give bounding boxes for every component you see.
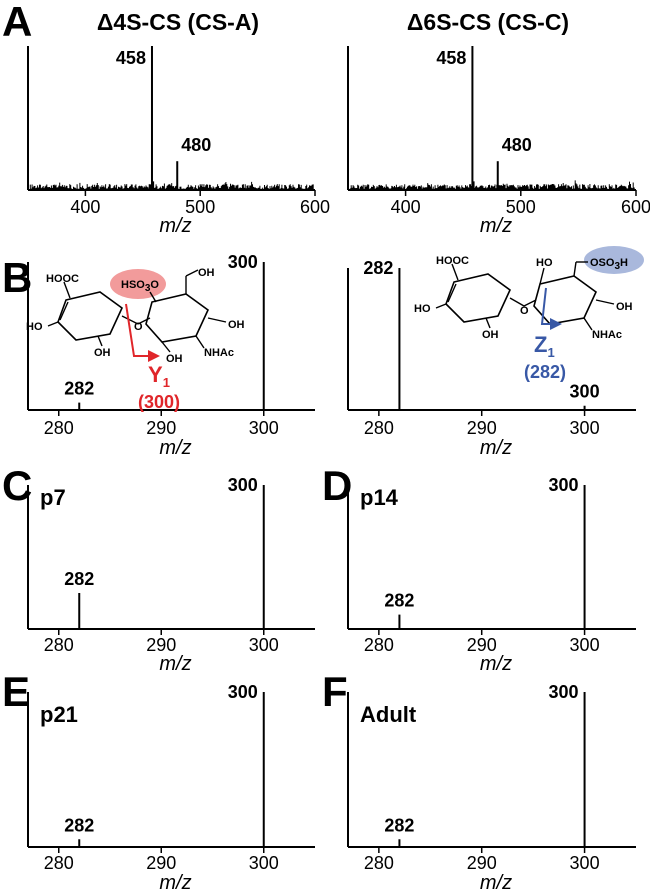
x-tick-label: 300 (249, 635, 279, 655)
label-oh-left-3: OH (228, 319, 245, 331)
peak-label-300: 300 (228, 252, 258, 272)
x-tick-label: 400 (391, 197, 421, 217)
chart-b-right: 280 290 300 m/z 282 300 (347, 258, 636, 459)
x-tick-label: 500 (506, 197, 536, 217)
x-tick-label: 280 (44, 418, 74, 438)
peak-label-300: 300 (570, 382, 600, 402)
x-tick-label: 280 (364, 853, 394, 873)
structure-delta4s: O HOOC HO OH HSO3O OH OH NHAc OH Y1 (300… (26, 267, 245, 412)
x-tick-label: 600 (621, 197, 650, 217)
peak-label-300: 300 (228, 475, 258, 495)
glycosidic-o-left: O (134, 321, 143, 333)
label-ho-right: HO (414, 303, 431, 315)
x-tick-label: 500 (185, 197, 215, 217)
peak-label-282: 282 (64, 815, 94, 835)
sulfate-highlight-red (110, 269, 166, 299)
peak-label-282: 282 (384, 591, 414, 611)
peak-label-282: 282 (384, 815, 414, 835)
peak-label-282: 282 (64, 379, 94, 399)
x-tick-label: 280 (44, 853, 74, 873)
x-tick-label: 400 (70, 197, 100, 217)
panel-letter-e: E (2, 668, 30, 715)
sample-label: p21 (40, 702, 78, 727)
label-ho-left: HO (26, 321, 43, 333)
x-axis-label: m/z (159, 437, 191, 459)
label-oh-left-1: OH (94, 347, 111, 359)
chart-title: Δ6S-CS (CS-C) (407, 9, 569, 35)
peak-label-480: 480 (502, 135, 532, 155)
peak-label-282: 282 (363, 258, 393, 278)
label-oh-left-2: OH (198, 267, 215, 279)
panel-letter-f: F (322, 668, 348, 715)
structure-delta6s: O HOOC HO OH HO OSO3H OH NHAc Z1 (282) (414, 246, 644, 382)
x-tick-label: 600 (300, 197, 330, 217)
x-axis-label: m/z (159, 215, 191, 237)
x-tick-label: 280 (44, 635, 74, 655)
x-tick-label: 290 (146, 418, 176, 438)
x-tick-label: 280 (364, 418, 394, 438)
z1-label: Z1 (534, 332, 555, 360)
x-tick-label: 300 (249, 418, 279, 438)
peak-label-480: 480 (181, 135, 211, 155)
peak-label-458: 458 (116, 48, 146, 68)
label-oh-right-3: OH (616, 301, 633, 313)
chart-a-right: 400 500 600 m/z Δ6S-CS (CS-C) 458 480 (347, 9, 650, 237)
chart-d: 280 290 300 m/z p14 300 282 (347, 475, 636, 675)
x-tick-label: 300 (249, 853, 279, 873)
ring-uronic-acid-right (445, 273, 512, 323)
chart-title: Δ4S-CS (CS-A) (97, 9, 259, 35)
peak-label-300: 300 (228, 682, 258, 702)
baseline-noise (349, 180, 635, 190)
label-nhac-left: NHAc (204, 347, 234, 359)
label-cooh-right: HOOC (436, 255, 469, 267)
x-axis-label: m/z (480, 872, 512, 893)
y1-mass: (300) (138, 392, 180, 412)
label-cooh-left: HOOC (46, 273, 79, 285)
y1-cleavage-arrow (125, 303, 150, 357)
x-axis-label: m/z (159, 653, 191, 675)
sample-label: Adult (360, 702, 417, 727)
z1-mass: (282) (524, 362, 566, 382)
label-nhac-right: NHAc (592, 329, 622, 341)
x-axis-label: m/z (480, 215, 512, 237)
label-ho-right-2: HO (536, 257, 553, 269)
x-tick-label: 290 (467, 853, 497, 873)
chart-b-left: 280 290 300 m/z 300 282 (27, 252, 315, 459)
x-axis-label: m/z (480, 653, 512, 675)
peak-label-458: 458 (436, 48, 466, 68)
label-oh-right-1: OH (482, 329, 499, 341)
peak-label-300: 300 (549, 475, 579, 495)
y1-label: Y1 (148, 362, 170, 390)
label-hso3o: HSO3O (121, 279, 159, 294)
sulfate-highlight-blue (584, 246, 644, 274)
peak-label-300: 300 (549, 682, 579, 702)
x-tick-label: 300 (570, 635, 600, 655)
x-tick-label: 290 (146, 635, 176, 655)
chart-a-left: 400 500 600 m/z Δ4S-CS (CS-A) 458 480 (27, 9, 330, 237)
x-axis-label: m/z (480, 437, 512, 459)
peak-label-282: 282 (64, 569, 94, 589)
y1-arrow-head (148, 350, 160, 362)
baseline-noise (29, 181, 314, 190)
label-oh-left-4: OH (166, 353, 183, 365)
chart-c: 280 290 300 m/z p7 300 282 (27, 475, 315, 675)
chart-f: 280 290 300 m/z Adult 300 282 (347, 682, 636, 893)
x-tick-label: 280 (364, 635, 394, 655)
chart-e: 280 290 300 m/z p21 300 282 (27, 682, 315, 893)
sample-label: p14 (360, 485, 399, 510)
x-tick-label: 300 (570, 418, 600, 438)
x-tick-label: 300 (570, 853, 600, 873)
x-tick-label: 290 (467, 635, 497, 655)
x-tick-label: 290 (467, 418, 497, 438)
z1-cleavage-arrow (540, 287, 552, 325)
z1-arrow-head (550, 318, 562, 330)
x-axis-label: m/z (159, 872, 191, 893)
ring-uronic-acid (57, 291, 124, 341)
glycosidic-o-right: O (520, 305, 529, 317)
x-tick-label: 290 (146, 853, 176, 873)
label-oso3h: OSO3H (590, 257, 628, 272)
sample-label: p7 (40, 485, 66, 510)
panel-letter-a: A (2, 0, 32, 45)
